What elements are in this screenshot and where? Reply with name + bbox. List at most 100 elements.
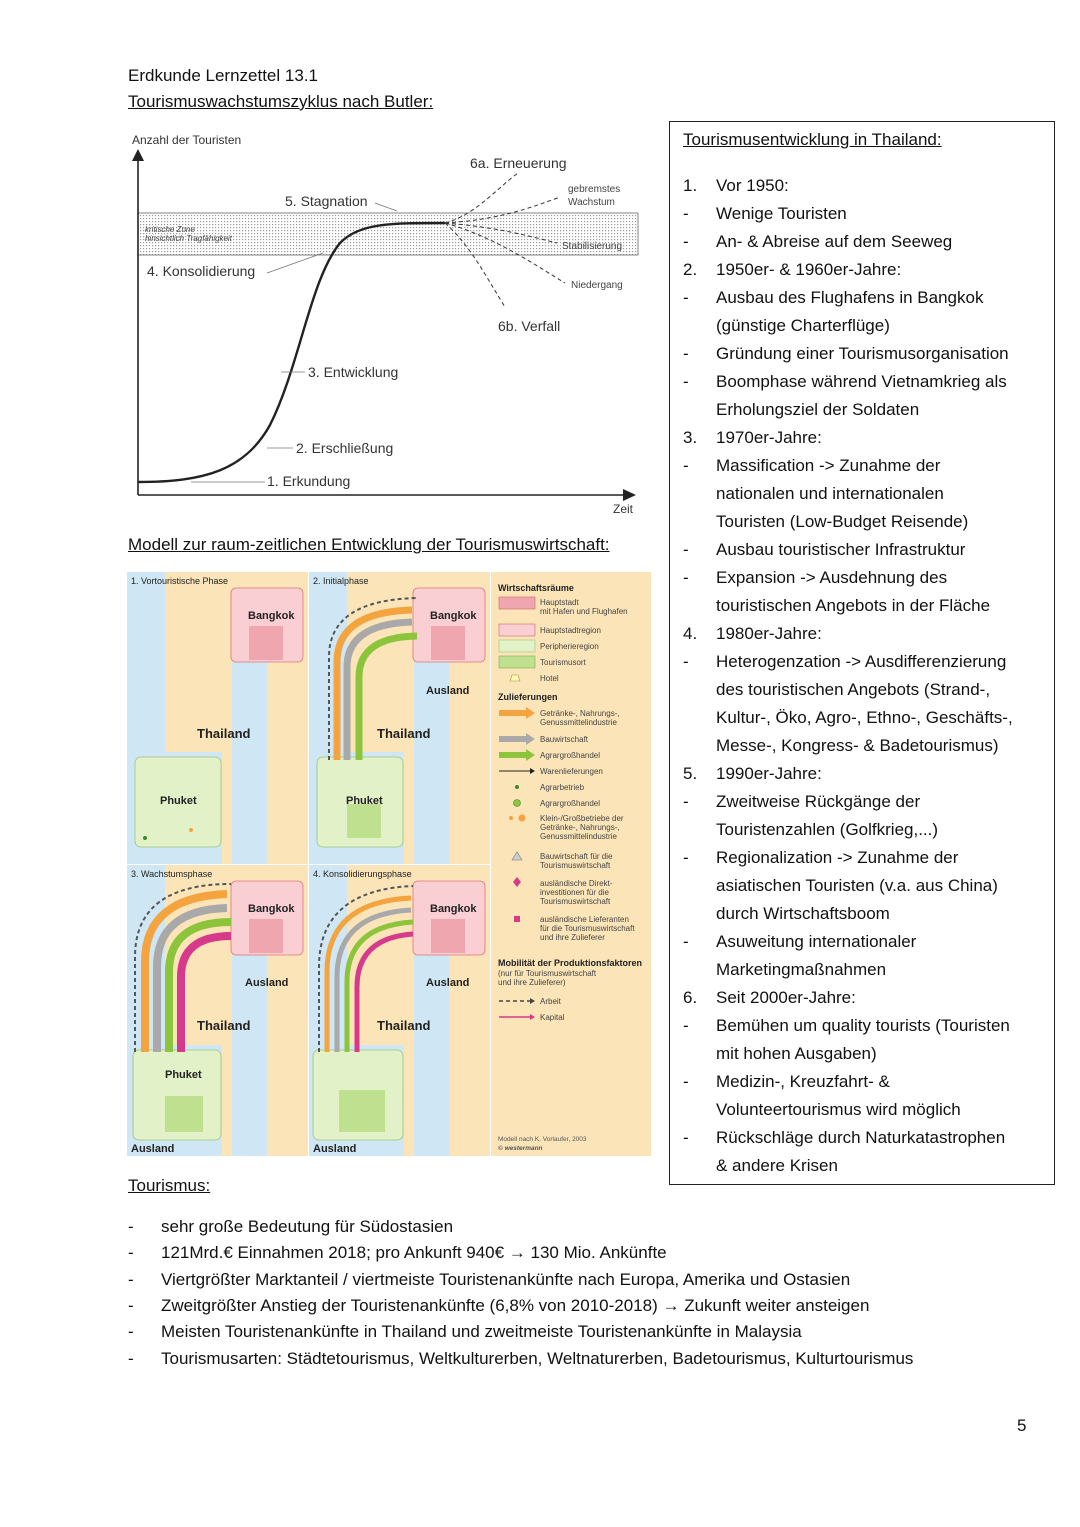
line-marker: - [683, 652, 689, 671]
line-marker: 5. [683, 764, 698, 783]
line-text: Wenige Touristen [716, 204, 847, 223]
legend-supply-farm: Agrarbetrieb [540, 783, 585, 792]
legend-supply-agri-wholesale: Agrargroßhandel [540, 751, 600, 760]
bullet-dash: - [128, 1217, 134, 1236]
branch-decay [444, 222, 506, 308]
line-text: Rückschläge durch Naturkatastrophen [716, 1128, 1006, 1147]
branch-label-growth-1: gebremstes [568, 184, 620, 195]
panel-2: 2. Initialphase Bangkok Ausland Thailand… [309, 572, 490, 864]
panel-4: 4. Konsolidierungsphase Bangkok Ausland … [309, 865, 490, 1156]
line-text: asiatischen Touristen (v.a. aus China) [716, 876, 998, 895]
panel4-thailand: Thailand [377, 1018, 431, 1033]
panel1-bangkok: Bangkok [248, 610, 295, 622]
legend-supply-foreign-1: ausländische Lieferanten [540, 915, 629, 924]
document-title: Erdkunde Lernzettel 13.1 [128, 66, 318, 85]
line-marker: - [683, 848, 689, 867]
stage-label-5: 5. Stagnation [285, 193, 368, 209]
legend-supply-build-tour-1: Bauwirtschaft für die [540, 852, 613, 861]
line-text: 1950er- & 1960er-Jahre: [716, 260, 902, 279]
line-text: Bemühen um quality tourists (Touristen [716, 1016, 1010, 1035]
panel-3: 3. Wachstumsphase Bangkok Ausland Thaila… [127, 865, 308, 1156]
line-text: Asuweitung internationaler [716, 932, 917, 951]
legend-supply-agri-wholesale-2: Agrargroßhandel [540, 799, 600, 808]
legend-source: Modell nach K. Vorlaufer, 2003 [498, 1136, 587, 1143]
model-legend: Wirtschaftsräume Hauptstadt mit Hafen un… [498, 583, 642, 1152]
legend-supply-food-2: Genussmittelindustrie [540, 718, 617, 727]
branch-label-stabilization: Stabilisierung [562, 241, 622, 252]
line-text: Seit 2000er-Jahre: [716, 988, 856, 1007]
legend-supply-fdi-1: ausländische Direkt- [540, 879, 613, 888]
line-marker: - [683, 568, 689, 587]
thailand-development-box [669, 121, 1055, 1185]
line-text: 1970er-Jahre: [716, 428, 822, 447]
legend-supply-fdi-3: Tourismuswirtschaft [540, 897, 611, 906]
bullet-dash: - [128, 1243, 134, 1263]
line-marker: - [683, 372, 689, 391]
stage-label-6a: 6a. Erneuerung [470, 155, 567, 171]
thailand-box-title: Tourismusentwicklung in Thailand: [683, 130, 942, 149]
line-text: durch Wirtschaftsboom [716, 904, 890, 923]
line-text: Touristen (Low-Budget Reisende) [716, 512, 969, 531]
line-text: Medizin-, Kreuzfahrt- & [716, 1072, 890, 1091]
legend-area-capital-region: Hauptstadtregion [540, 626, 601, 635]
line-marker: 2. [683, 260, 698, 279]
line-text: Heterogenzation -> Ausdifferenzierung [716, 652, 1007, 671]
stage-label-4: 4. Konsolidierung [147, 263, 255, 279]
panel4-ausland-bottom: Ausland [313, 1143, 356, 1155]
line-text: Kultur-, Öko, Agro-, Ethno-, Geschäfts-, [716, 708, 1013, 727]
legend-area-periphery: Peripherieregion [540, 642, 599, 651]
legend-area-hotel: Hotel [540, 674, 559, 683]
legend-area-capital-1: Hauptstadt [540, 598, 579, 607]
panel3-title: 3. Wachstumsphase [131, 869, 212, 879]
tourismus-item-text: 121Mrd.€ Einnahmen 2018; pro Ankunft 940… [161, 1243, 667, 1263]
legend-supply-firms-3: Genussmittelindustrie [540, 832, 617, 841]
panel1-phuket: Phuket [160, 795, 197, 807]
tourismus-item-text: sehr große Bedeutung für Südostasien [161, 1217, 454, 1236]
line-text: 1980er-Jahre: [716, 624, 822, 643]
critical-zone [137, 212, 639, 256]
butler-cycle-diagram: Anzahl der Touristen kritische Zone hins… [132, 133, 639, 516]
panel2-title: 2. Initialphase [313, 576, 369, 586]
legend-title-mobility: Mobilität der Produktionsfaktoren [498, 958, 642, 968]
line-marker: 4. [683, 624, 698, 643]
line-text: Touristenzahlen (Golfkrieg,...) [716, 820, 939, 839]
line-text: Regionalization -> Zunahme der [716, 848, 959, 867]
branch-decline [444, 222, 566, 284]
bullet-dash: - [128, 1295, 134, 1315]
panel3-bangkok: Bangkok [248, 903, 295, 915]
butler-heading: Tourismuswachstumszyklus nach Butler: [128, 92, 434, 111]
line-text: Boomphase während Vietnamkrieg als [716, 372, 1007, 391]
line-text: An- & Abreise auf dem Seeweg [716, 232, 953, 251]
legend-background [491, 572, 651, 1156]
stage-label-2: 2. Erschließung [296, 440, 393, 456]
tourismus-item-text: Viertgrößter Marktanteil / viertmeiste T… [161, 1269, 851, 1289]
panel2-phuket: Phuket [346, 795, 383, 807]
bullet-dash: - [128, 1348, 134, 1368]
line-marker: - [683, 540, 689, 559]
panel1-title: 1. Vortouristische Phase [131, 576, 228, 586]
legend-area-resort: Tourismusort [540, 658, 587, 667]
branch-stabilization [444, 222, 558, 244]
line-marker: - [683, 344, 689, 363]
tourismus-item-text: Meisten Touristenankünfte in Thailand un… [161, 1322, 802, 1342]
line-text: touristischen Angebots in der Fläche [716, 596, 991, 615]
stage-label-1: 1. Erkundung [267, 473, 350, 489]
line-text: Marketingmaßnahmen [716, 960, 887, 979]
panel3-thailand: Thailand [197, 1018, 251, 1033]
panel2-bangkok: Bangkok [430, 610, 477, 622]
stage-label-6b: 6b. Verfall [498, 318, 560, 334]
line-text: Zweitweise Rückgänge der [716, 792, 921, 811]
tourismus-heading: Tourismus: [128, 1176, 211, 1195]
legend-supply-foreign-2: für die Tourismuswirtschaft [540, 924, 635, 933]
y-axis-label: Anzahl der Touristen [132, 133, 241, 147]
legend-area-capital-2: mit Hafen und Flughafen [540, 607, 628, 616]
panel3-ausland: Ausland [245, 977, 288, 989]
line-text: Vor 1950: [716, 176, 789, 195]
stage-label-3: 3. Entwicklung [308, 364, 398, 380]
panel3-ausland-bottom: Ausland [131, 1143, 174, 1155]
line-text: mit hohen Ausgaben) [716, 1044, 877, 1063]
legend-mobility-sub-1: (nur für Tourismuswirtschaft [498, 969, 597, 978]
line-marker: 6. [683, 988, 698, 1007]
bullet-dash: - [128, 1269, 134, 1289]
legend-supply-construction: Bauwirtschaft [540, 735, 589, 744]
